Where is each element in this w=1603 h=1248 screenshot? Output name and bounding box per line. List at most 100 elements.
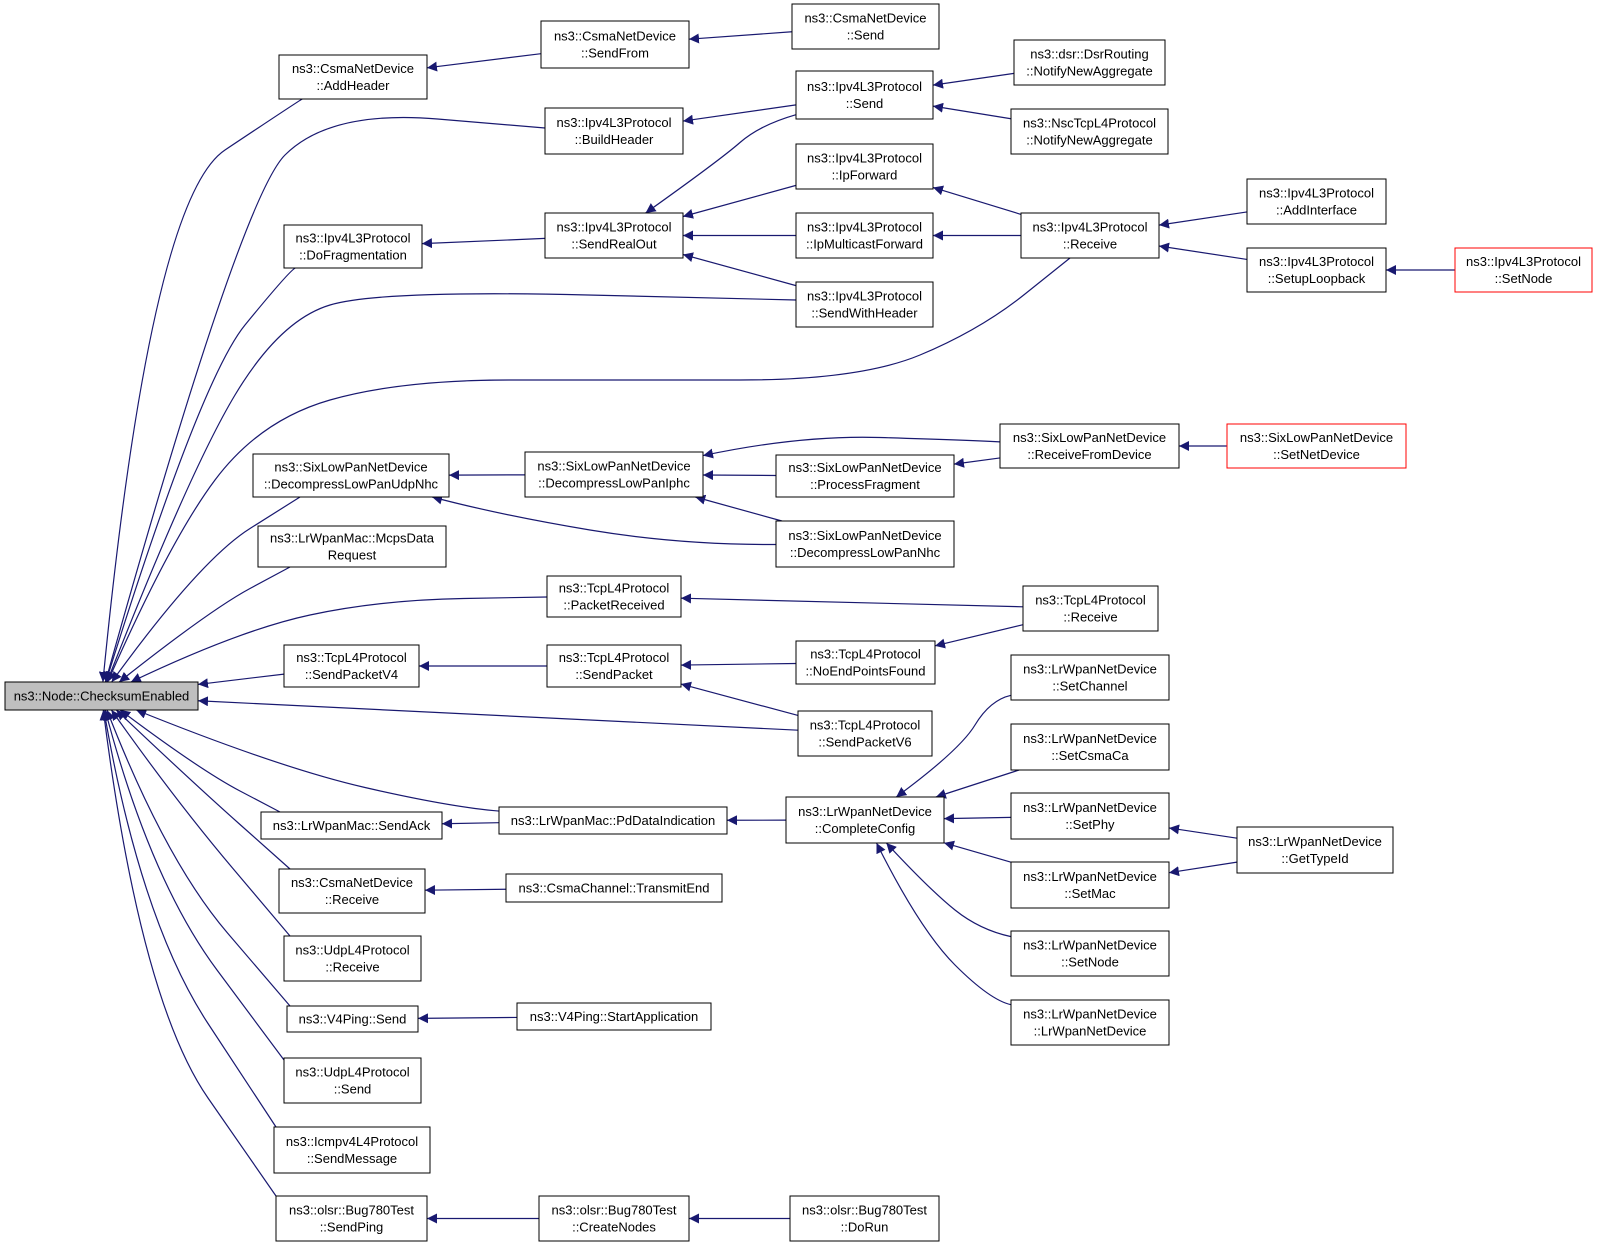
node-box <box>498 806 728 835</box>
node-label-line: ns3::SixLowPanNetDevice <box>274 460 427 475</box>
node-label-line: ::ReceiveFromDevice <box>1027 447 1151 462</box>
node-icmp-sendmsg[interactable]: ns3::Icmpv4L4Protocol::SendMessage <box>273 1126 431 1174</box>
edge-ipv4_receive-to-root <box>107 257 1071 683</box>
node-lrdev-ctor[interactable]: ns3::LrWpanNetDevice::LrWpanNetDevice <box>1010 999 1170 1046</box>
node-udp-send[interactable]: ns3::UdpL4Protocol::Send <box>283 1057 422 1104</box>
node-label-line: ::Send <box>847 28 885 43</box>
node-tcp-sendv6[interactable]: ns3::TcpL4Protocol::SendPacketV6 <box>797 710 933 757</box>
node-six-decompudp[interactable]: ns3::SixLowPanNetDevice::DecompressLowPa… <box>252 453 450 498</box>
node-six-recvfrom[interactable]: ns3::SixLowPanNetDevice::ReceiveFromDevi… <box>999 423 1180 469</box>
node-label-line: ns3::Ipv4L3Protocol <box>1033 220 1148 235</box>
node-six-decompnhc[interactable]: ns3::SixLowPanNetDevice::DecompressLowPa… <box>775 520 955 568</box>
node-label-line: ns3::SixLowPanNetDevice <box>1013 430 1166 445</box>
node-label-line: ::SendRealOut <box>571 237 657 252</box>
node-olsr-sendping[interactable]: ns3::olsr::Bug780Test::SendPing <box>275 1195 428 1242</box>
node-csma-receive[interactable]: ns3::CsmaNetDevice::Receive <box>278 868 426 914</box>
node-label-line: ::AddHeader <box>317 78 391 93</box>
node-label-line: ns3::TcpL4Protocol <box>810 647 921 662</box>
node-ipv4-buildheader[interactable]: ns3::Ipv4L3Protocol::BuildHeader <box>544 107 684 155</box>
node-label-line: ::GetTypeId <box>1281 851 1348 866</box>
node-label-line: ns3::LrWpanMac::SendAck <box>273 818 431 833</box>
edge-ipv4_sendrealout-to-ipv4_dofrag <box>421 237 546 249</box>
edge-ipv4_sendwithheader-to-root <box>105 293 797 683</box>
node-tcp-noend[interactable]: ns3::TcpL4Protocol::NoEndPointsFound <box>795 640 936 685</box>
node-ipv4-ipforward[interactable]: ns3::Ipv4L3Protocol::IpForward <box>795 143 934 190</box>
node-label-line: ::DoRun <box>841 1220 889 1235</box>
edge-olsr_sendping-to-root <box>99 709 277 1197</box>
node-label-line: ::SetNetDevice <box>1273 447 1360 462</box>
node-lrdev-complete[interactable]: ns3::LrWpanNetDevice::CompleteConfig <box>785 796 945 844</box>
node-csma-addheader[interactable]: ns3::CsmaNetDevice::AddHeader <box>278 54 428 100</box>
node-ipv4-ipmcast[interactable]: ns3::Ipv4L3Protocol::IpMulticastForward <box>795 212 934 259</box>
node-root[interactable]: ns3::Node::ChecksumEnabled <box>4 681 199 711</box>
node-lrdev-setcsma[interactable]: ns3::LrWpanNetDevice::SetCsmaCa <box>1010 723 1170 771</box>
node-tcp-receive[interactable]: ns3::TcpL4Protocol::Receive <box>1022 585 1159 632</box>
node-v4ping-send[interactable]: ns3::V4Ping::Send <box>286 1005 419 1033</box>
node-lrdev-setmac[interactable]: ns3::LrWpanNetDevice::SetMac <box>1010 861 1170 909</box>
edge-ipv4_buildheader-to-root <box>103 116 546 683</box>
node-v4ping-start[interactable]: ns3::V4Ping::StartApplication <box>516 1002 712 1031</box>
node-lrdev-gettypeid[interactable]: ns3::LrWpanNetDevice::GetTypeId <box>1236 826 1394 874</box>
node-ipv4-dofrag[interactable]: ns3::Ipv4L3Protocol::DoFragmentation <box>283 224 423 269</box>
node-tcp-packetrecv[interactable]: ns3::TcpL4Protocol::PacketReceived <box>546 575 682 618</box>
node-tcp-sendpacket[interactable]: ns3::TcpL4Protocol::SendPacket <box>546 644 682 688</box>
node-box <box>1020 212 1160 259</box>
node-six-setnetdev[interactable]: ns3::SixLowPanNetDevice::SetNetDevice <box>1226 423 1407 469</box>
node-label-line: ::CreateNodes <box>572 1220 656 1235</box>
node-box <box>546 575 682 618</box>
edge-tcp_sendv6-to-root <box>197 696 799 731</box>
node-box <box>775 454 955 498</box>
node-label-line: ::DoFragmentation <box>299 248 407 263</box>
node-label-line: ns3::olsr::Bug780Test <box>802 1203 927 1218</box>
node-label-line: ::SetCsmaCa <box>1051 748 1129 763</box>
node-tcp-sendv4[interactable]: ns3::TcpL4Protocol::SendPacketV4 <box>283 644 420 688</box>
node-label-line: ::SendFrom <box>581 46 649 61</box>
node-ipv4-addif[interactable]: ns3::Ipv4L3Protocol::AddInterface <box>1246 178 1387 225</box>
node-lrdev-setphy[interactable]: ns3::LrWpanNetDevice::SetPhy <box>1010 792 1170 840</box>
node-dsr-notify[interactable]: ns3::dsr::DsrRouting::NotifyNewAggregate <box>1013 39 1166 86</box>
node-nsc-notify[interactable]: ns3::NscTcpL4Protocol::NotifyNewAggregat… <box>1010 108 1169 155</box>
node-ipv4-send[interactable]: ns3::Ipv4L3Protocol::Send <box>795 70 934 120</box>
node-olsr-dorun[interactable]: ns3::olsr::Bug780Test::DoRun <box>789 1195 940 1242</box>
node-lrdev-setnode[interactable]: ns3::LrWpanNetDevice::SetNode <box>1010 930 1170 977</box>
node-ipv4-sendwithheader[interactable]: ns3::Ipv4L3Protocol::SendWithHeader <box>795 281 934 328</box>
edge-lrdev_gettypeid-to-lrdev_setphy <box>1168 824 1238 839</box>
node-label-line: ns3::Ipv4L3Protocol <box>1259 186 1374 201</box>
node-label-line: ::Receive <box>1063 610 1117 625</box>
node-ipv4-setuploop[interactable]: ns3::Ipv4L3Protocol::SetupLoopback <box>1246 247 1387 293</box>
node-label-line: ns3::CsmaChannel::TransmitEnd <box>519 881 710 896</box>
node-lrmac-sendack[interactable]: ns3::LrWpanMac::SendAck <box>260 811 443 840</box>
node-udp-receive[interactable]: ns3::UdpL4Protocol::Receive <box>283 935 422 982</box>
node-lrmac-pddata[interactable]: ns3::LrWpanMac::PdDataIndication <box>498 806 728 835</box>
node-csma-send[interactable]: ns3::CsmaNetDevice::Send <box>791 3 940 50</box>
node-box <box>273 1126 431 1174</box>
node-lrdev-setchannel[interactable]: ns3::LrWpanNetDevice::SetChannel <box>1010 654 1170 701</box>
node-box <box>4 681 199 711</box>
node-olsr-createnodes[interactable]: ns3::olsr::Bug780Test::CreateNodes <box>538 1195 690 1242</box>
node-ipv4-sendrealout[interactable]: ns3::Ipv4L3Protocol::SendRealOut <box>544 212 684 259</box>
node-label-line: ns3::V4Ping::Send <box>299 1012 407 1027</box>
node-label-line: ns3::Ipv4L3Protocol <box>807 220 922 235</box>
node-label-line: ns3::LrWpanNetDevice <box>1248 834 1382 849</box>
node-csma-sendfrom[interactable]: ns3::CsmaNetDevice::SendFrom <box>540 20 690 69</box>
node-label-line: ::SetPhy <box>1065 817 1115 832</box>
node-label-line: ns3::LrWpanNetDevice <box>1023 662 1157 677</box>
node-csmach-txend[interactable]: ns3::CsmaChannel::TransmitEnd <box>505 873 723 903</box>
node-ipv4-receive[interactable]: ns3::Ipv4L3Protocol::Receive <box>1020 212 1160 259</box>
node-box <box>260 811 443 840</box>
node-label-line: ns3::SixLowPanNetDevice <box>1240 430 1393 445</box>
edge-lrdev_setcsma-to-lrdev_complete <box>935 769 1020 799</box>
node-box <box>1246 247 1387 293</box>
node-box <box>1010 108 1169 155</box>
node-six-decompiphc[interactable]: ns3::SixLowPanNetDevice::DecompressLowPa… <box>524 451 704 498</box>
node-box <box>544 107 684 155</box>
edge-six_recvfrom-to-six_decompiphc <box>702 436 1001 459</box>
node-label-line: Request <box>328 548 377 563</box>
node-label-line: ns3::LrWpanNetDevice <box>1023 731 1157 746</box>
node-ipv4-setnode[interactable]: ns3::Ipv4L3Protocol::SetNode <box>1454 247 1593 293</box>
node-label-line: ns3::LrWpanNetDevice <box>1023 869 1157 884</box>
node-label-line: ns3::Ipv4L3Protocol <box>1466 254 1581 269</box>
node-six-procfrag[interactable]: ns3::SixLowPanNetDevice::ProcessFragment <box>775 454 955 498</box>
node-label-line: ns3::LrWpanNetDevice <box>1023 938 1157 953</box>
